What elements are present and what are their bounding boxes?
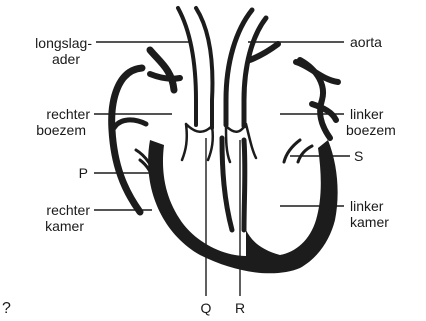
label-right-ventricle-1: rechter [46,202,90,218]
label-aorta: aorta [350,34,382,50]
label-left-atrium-2: boezem [346,122,396,138]
septum-right [244,140,245,230]
label-r: R [235,300,245,316]
valve-s-cusp [298,146,312,162]
label-p: P [79,165,88,181]
aorta-wall-right [244,18,266,126]
valve-r [226,124,256,162]
label-left-ventricle-1: linker [350,198,384,214]
label-pulmonary-artery-2: ader [52,51,80,67]
label-right-atrium-1: rechter [46,106,90,122]
label-left-atrium-1: linker [350,106,384,122]
label-pulmonary-artery-1: longslag- [35,35,92,51]
pulmonary-trunk-wall-left [178,8,196,125]
label-right-atrium-2: boezem [36,122,86,138]
right-heart-outline [112,68,142,212]
question-mark: ? [2,300,11,317]
label-left-ventricle-2: kamer [350,214,389,230]
vena-cava-upper [150,50,174,90]
pulmonary-vein-lower [312,104,336,120]
vena-cava-branch [150,74,180,79]
valve-q [182,124,213,160]
label-s: S [354,148,363,164]
valve-s [284,140,300,162]
right-atrium-outline [114,120,146,128]
pulmonary-trunk-wall-right [196,8,212,128]
label-q: Q [201,300,212,316]
label-right-ventricle-2: kamer [45,218,84,234]
